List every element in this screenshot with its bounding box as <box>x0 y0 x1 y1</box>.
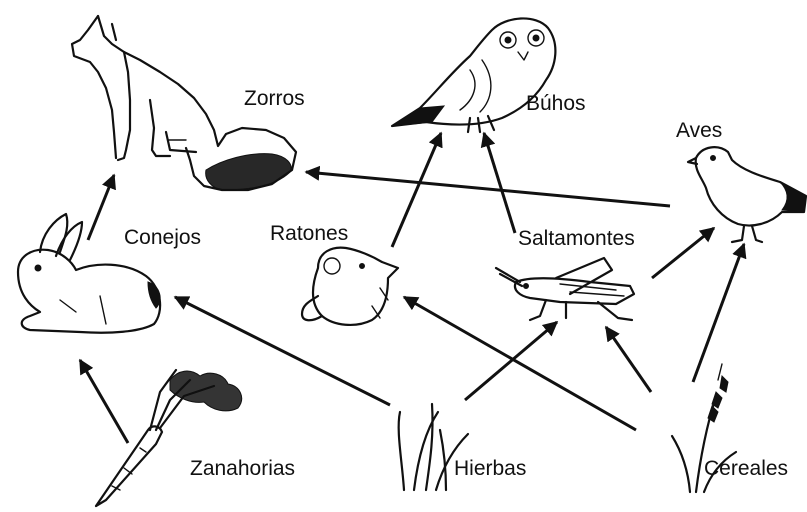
grasshopper-illustration <box>496 258 634 320</box>
arrow-aves-to-zorros <box>306 172 670 206</box>
label-conejos: Conejos <box>124 226 201 249</box>
arrow-ratones-to-buhos <box>392 133 441 247</box>
label-zorros: Zorros <box>244 87 305 110</box>
arrow-cereales-to-saltamontes <box>606 327 651 392</box>
label-buhos: Búhos <box>526 92 586 115</box>
label-cereales: Cereales <box>704 457 788 480</box>
arrow-cereales-to-aves <box>693 244 744 382</box>
arrow-cereales-to-ratones <box>404 297 636 430</box>
mouse-illustration <box>302 248 398 325</box>
arrow-saltamontes-to-aves <box>652 228 714 278</box>
arrow-hierbas-to-saltamontes <box>465 322 557 400</box>
arrow-conejos-to-zorros <box>88 175 114 240</box>
bird-illustration <box>688 147 806 242</box>
label-zanahorias: Zanahorias <box>190 457 295 480</box>
labels: Zorros Búhos Aves Conejos Ratones Saltam… <box>124 87 788 480</box>
label-saltamontes: Saltamontes <box>518 227 635 250</box>
arrow-saltamontes-to-buhos <box>484 133 515 233</box>
label-hierbas: Hierbas <box>454 457 526 480</box>
arrow-zanahorias-to-conejos <box>80 360 128 443</box>
label-ratones: Ratones <box>270 222 348 245</box>
carrot-illustration <box>96 370 242 506</box>
label-aves: Aves <box>676 119 722 142</box>
